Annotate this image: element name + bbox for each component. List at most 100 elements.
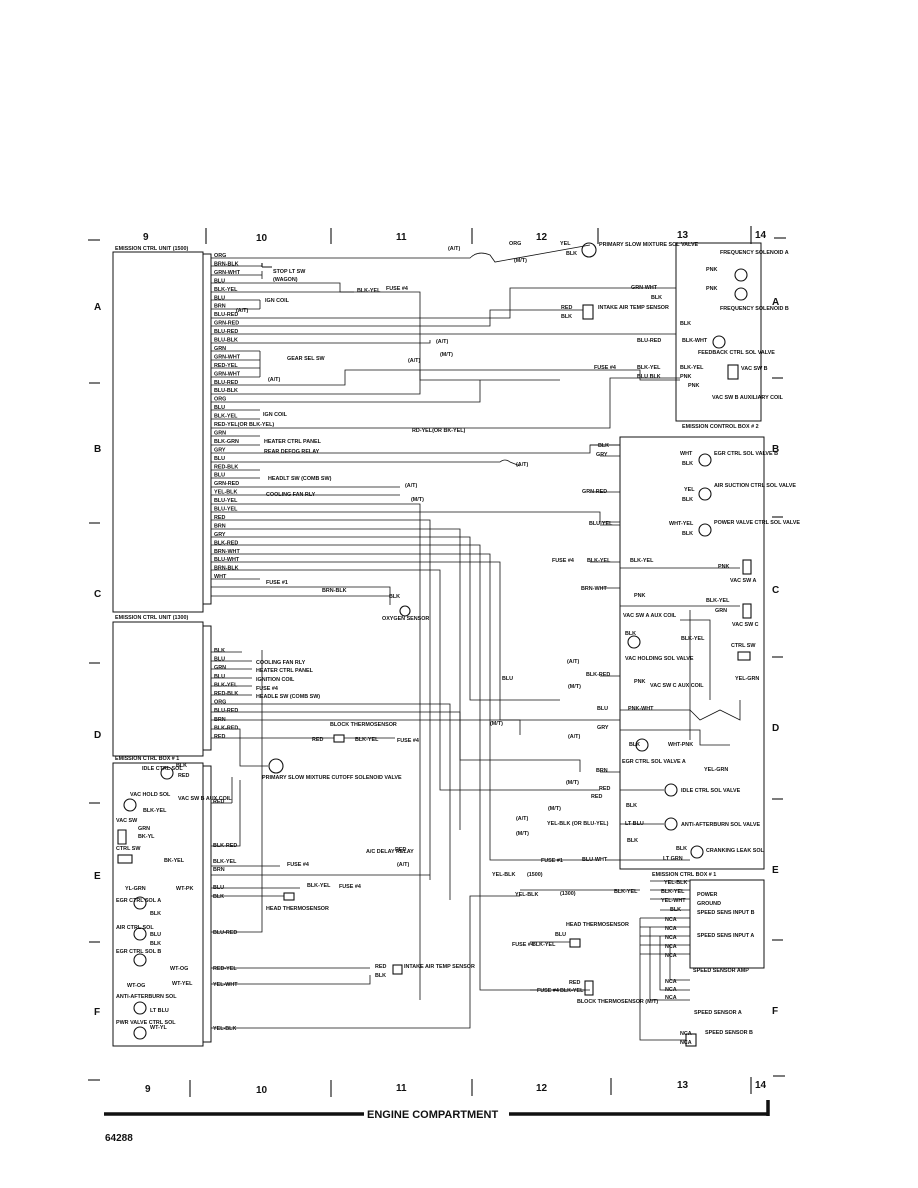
svg-text:BRN-WHT: BRN-WHT	[581, 586, 607, 592]
svg-text:(M/T): (M/T)	[411, 497, 424, 503]
svg-text:(M/T): (M/T)	[516, 831, 529, 837]
ecu1300-title: EMISSION CTRL UNIT (1300)	[115, 615, 188, 621]
row-f-left: F	[94, 1007, 100, 1018]
bottom-col-11: 11	[396, 1083, 407, 1094]
svg-text:PNK: PNK	[680, 374, 691, 380]
ecu-pin-label: BLK-YEL	[214, 287, 238, 293]
ecu-pin-label: BLU-YEL	[214, 507, 238, 513]
ecu-pin-label: BLU-RED	[214, 708, 238, 714]
svg-text:EMISSION CONTROL BOX # 2: EMISSION CONTROL BOX # 2	[682, 424, 759, 430]
svg-text:(A/T): (A/T)	[268, 377, 280, 383]
svg-text:BLK-YEL: BLK-YEL	[706, 598, 730, 604]
row-d-right: D	[772, 723, 779, 734]
row-c-right: C	[772, 585, 779, 596]
vac-hold-sol-icon	[123, 798, 137, 812]
svg-text:WT-OG: WT-OG	[170, 966, 188, 972]
svg-text:BLOCK THERMOSENSOR (M/T): BLOCK THERMOSENSOR (M/T)	[577, 999, 658, 1005]
ecu-pin-label: GRY	[214, 532, 226, 538]
svg-text:REAR DEFOG RELAY: REAR DEFOG RELAY	[264, 449, 320, 455]
head-thermosensor-right-icon	[569, 938, 581, 948]
ecu-pin-label: BLU-YEL	[214, 498, 238, 504]
svg-text:WHT-YEL: WHT-YEL	[669, 521, 694, 527]
svg-text:HEAD THERMOSENSOR: HEAD THERMOSENSOR	[266, 906, 329, 912]
intake-temp-sensor-icon	[582, 304, 594, 320]
svg-text:(A/T): (A/T)	[408, 358, 420, 364]
svg-text:YEL: YEL	[560, 241, 571, 247]
ecu-pin-label: BLU	[214, 657, 225, 663]
svg-text:BLK: BLK	[150, 941, 161, 947]
egr-ctrl-sol-a-icon	[635, 738, 649, 752]
top-col-14: 14	[755, 230, 767, 241]
ecu-pin-label: BLK-RED	[214, 725, 238, 731]
primary-cutoff-solenoid-icon	[268, 758, 284, 774]
top-col-11: 11	[396, 232, 407, 243]
ecu1300-pin-labels: BLKBLUGRNBLUBLK-YELRED-BLKORGBLU-REDBRNB…	[214, 648, 238, 740]
egr-ctrl-sol-b-icon	[698, 453, 712, 467]
ecu-pin-label: GRN-WHT	[214, 270, 241, 276]
ecu-pin-label: BLK-RED	[214, 540, 238, 546]
svg-text:PNK: PNK	[718, 564, 729, 570]
svg-text:BLK-RED: BLK-RED	[586, 672, 610, 678]
svg-text:VAC SW B: VAC SW B	[741, 366, 768, 372]
svg-text:BLU-RED: BLU-RED	[213, 930, 237, 936]
svg-text:PRIMARY SLOW MIXTURE SOL VALVE: PRIMARY SLOW MIXTURE SOL VALVE	[599, 242, 699, 248]
svg-text:BLK: BLK	[682, 461, 693, 467]
ecu1500-destinations: STOP LT SW (WAGON) BLK-YEL FUSE #4 IGN C…	[236, 263, 528, 622]
ecu-pin-label: GRN	[214, 665, 226, 671]
svg-text:SPEED SENS INPUT A: SPEED SENS INPUT A	[697, 933, 754, 939]
ecu-pin-label: BRN	[214, 304, 226, 310]
svg-text:RED: RED	[395, 847, 406, 853]
svg-text:BRN: BRN	[596, 768, 608, 774]
ctrl-sw-icon	[117, 854, 133, 864]
ecu-pin-label: ORG	[214, 253, 226, 259]
svg-text:RD-YEL(OR BK-YEL): RD-YEL(OR BK-YEL)	[412, 428, 466, 434]
svg-text:(1500): (1500)	[527, 872, 543, 878]
svg-text:PNK: PNK	[706, 267, 717, 273]
vac-sw-b-icon	[727, 364, 739, 380]
svg-text:WT-PK: WT-PK	[176, 886, 193, 892]
svg-text:IGN COIL: IGN COIL	[263, 412, 288, 418]
vac-sw-a-icon	[742, 559, 752, 575]
ecu-pin-label: BLU-BLK	[214, 388, 238, 394]
svg-text:BLK: BLK	[176, 763, 187, 769]
svg-text:CTRL SW: CTRL SW	[116, 846, 141, 852]
svg-text:PNK: PNK	[706, 286, 717, 292]
svg-text:FUSE #4: FUSE #4	[512, 942, 534, 948]
anti-afterburn-valve-icon	[664, 817, 678, 831]
ecu1500-pin-labels: ORGBRN-BLKGRN-WHTBLUBLK-YELBLUBRNBLU-RED…	[214, 253, 274, 580]
vac-holding-sol-icon	[627, 635, 641, 649]
right-middle-components: EGR CTRL SOL VALVE B AIR SUCTION CTRL SO…	[490, 436, 800, 897]
svg-text:YEL: YEL	[684, 487, 695, 493]
ecu-pin-label: BLK-YEL	[214, 414, 238, 420]
svg-text:YL-GRN: YL-GRN	[125, 886, 146, 892]
svg-text:SPEED SENSOR B: SPEED SENSOR B	[705, 1030, 753, 1036]
svg-text:BLK-YEL: BLK-YEL	[213, 859, 237, 865]
svg-text:GRY: GRY	[597, 725, 609, 731]
ecu-pin-label: BLU-RED	[214, 380, 238, 386]
svg-text:GRN: GRN	[138, 826, 150, 832]
bottom-col-13: 13	[677, 1080, 689, 1091]
svg-text:RED: RED	[375, 964, 386, 970]
top-col-10: 10	[256, 233, 268, 244]
ecu-pin-label: BRN-BLK	[214, 566, 239, 572]
svg-text:HEAD THERMOSENSOR: HEAD THERMOSENSOR	[566, 922, 629, 928]
svg-text:NCA: NCA	[665, 995, 677, 1001]
ecu1500-title: EMISSION CTRL UNIT (1500)	[115, 246, 188, 252]
svg-text:YEL-BLK: YEL-BLK	[492, 872, 515, 878]
row-b-right: B	[772, 444, 779, 455]
top-col-13: 13	[677, 230, 689, 241]
svg-text:NCA: NCA	[665, 926, 677, 932]
svg-text:BLU: BLU	[555, 932, 566, 938]
svg-text:HEATER CTRL PANEL: HEATER CTRL PANEL	[256, 668, 314, 674]
ecu-pin-label: ORG	[214, 397, 226, 403]
svg-text:VAC SW B AUX COIL: VAC SW B AUX COIL	[178, 796, 232, 802]
svg-text:GEAR SEL SW: GEAR SEL SW	[287, 356, 326, 362]
svg-text:YEL-BLK (OR BLU-YEL): YEL-BLK (OR BLU-YEL)	[547, 821, 609, 827]
svg-text:PNK-WHT: PNK-WHT	[628, 706, 654, 712]
oxygen-sensor-icon	[399, 605, 411, 617]
ecu-pin-label: BRN-BLK	[214, 261, 239, 267]
ecu-pin-label: RED	[214, 515, 225, 521]
svg-text:BLK-YEL: BLK-YEL	[307, 883, 331, 889]
svg-text:BLK-YEL: BLK-YEL	[143, 808, 167, 814]
ecb1-title: EMISSION CTRL BOX # 1	[115, 756, 179, 762]
